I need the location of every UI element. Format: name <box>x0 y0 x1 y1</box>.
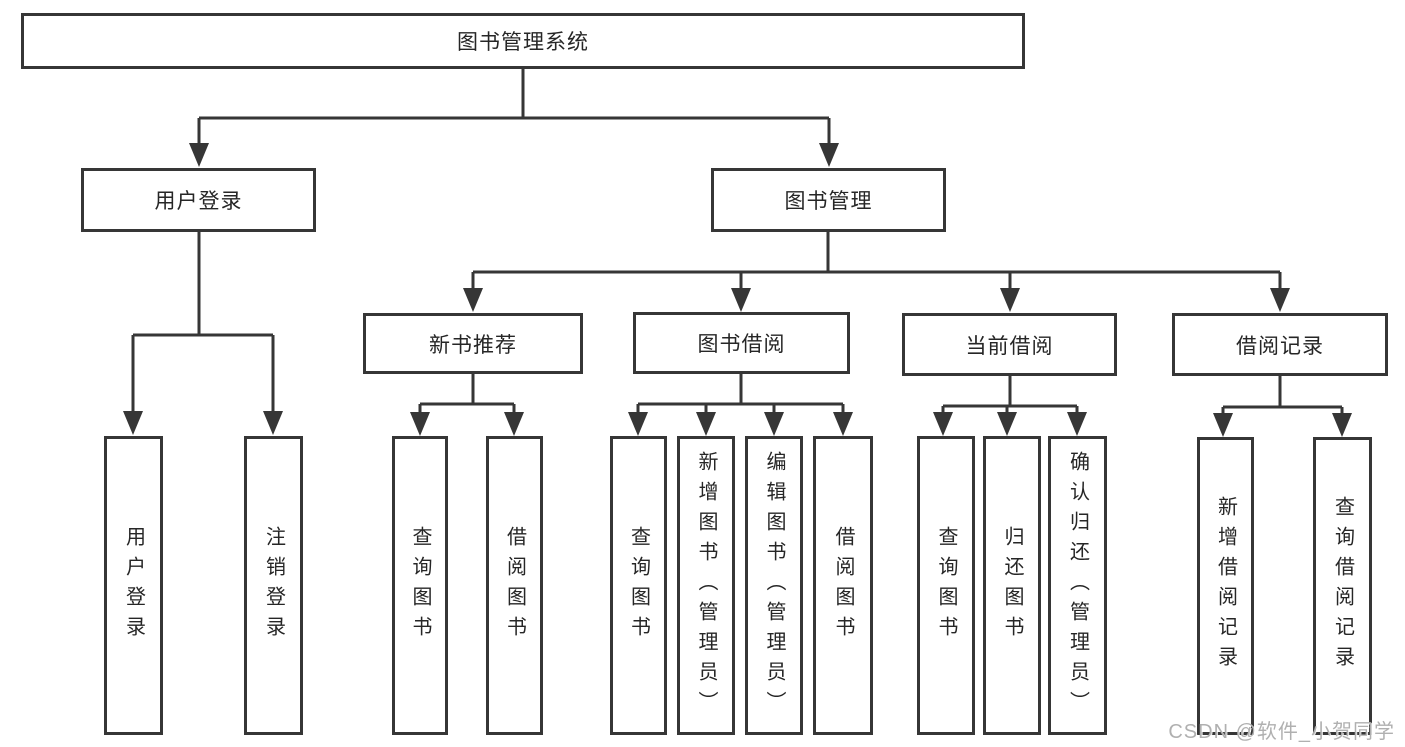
node-label: 归还图书 <box>1001 525 1023 646</box>
node-label: 注销登录 <box>262 525 285 646</box>
node-label: 查询图书 <box>935 525 957 646</box>
leaf-return-books: 归还图书 <box>983 436 1041 735</box>
node-label: 新书推荐 <box>429 333 517 357</box>
leaf-logout: 注销登录 <box>244 436 303 735</box>
node-label: 查询借阅记录 <box>1331 496 1354 676</box>
leaf-query-books-1: 查询图书 <box>392 436 448 735</box>
node-label: 用户登录 <box>154 190 243 213</box>
leaf-edit-books-admin: 编辑图书（管理员） <box>745 436 803 735</box>
node-label: 图书借阅 <box>697 333 786 356</box>
leaf-query-books-2: 查询图书 <box>610 436 667 735</box>
node-label: 借阅图书 <box>832 525 854 646</box>
leaf-confirm-return-admin: 确认归还（管理员） <box>1048 436 1107 735</box>
node-label: 用户登录 <box>122 525 145 646</box>
leaf-borrow-books-1: 借阅图书 <box>486 436 543 735</box>
node-label: 图书管理系统 <box>457 31 589 54</box>
leaf-add-borrow-record: 新增借阅记录 <box>1197 437 1254 735</box>
leaf-borrow-books-2: 借阅图书 <box>813 436 873 735</box>
arrowheads <box>123 143 1352 437</box>
node-label: 借阅图书 <box>503 525 526 646</box>
leaf-query-books-3: 查询图书 <box>917 436 975 735</box>
node-book-borrow: 图书借阅 <box>633 312 850 374</box>
node-root-system: 图书管理系统 <box>21 13 1025 69</box>
leaf-user-login: 用户登录 <box>104 436 163 735</box>
node-label: 当前借阅 <box>965 334 1054 358</box>
node-label: 确认归还（管理员） <box>1066 450 1089 721</box>
node-current-borrow: 当前借阅 <box>902 313 1117 376</box>
node-book-management: 图书管理 <box>711 168 946 232</box>
node-label: 借阅记录 <box>1236 334 1324 358</box>
node-label: 查询图书 <box>627 525 650 646</box>
node-new-book-recommend: 新书推荐 <box>363 313 583 374</box>
csdn-watermark: CSDN @软件_小贺同学 <box>1168 721 1395 743</box>
node-label: 新增借阅记录 <box>1214 496 1237 676</box>
node-label: 查询图书 <box>409 525 431 646</box>
node-label: 编辑图书（管理员） <box>763 450 785 721</box>
leaf-query-borrow-record: 查询借阅记录 <box>1313 437 1372 735</box>
node-user-login: 用户登录 <box>81 168 316 232</box>
node-label: 新增图书（管理员） <box>695 450 717 721</box>
node-borrow-records: 借阅记录 <box>1172 313 1388 376</box>
node-label: 图书管理 <box>784 190 873 213</box>
leaf-add-books-admin: 新增图书（管理员） <box>677 436 735 735</box>
